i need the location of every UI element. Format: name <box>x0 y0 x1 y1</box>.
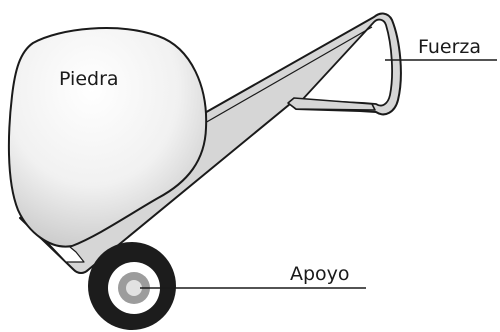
force-label: Fuerza <box>418 36 481 58</box>
handle-loop-inner <box>301 18 393 107</box>
stone-label: Piedra <box>59 68 119 90</box>
support-label: Apoyo <box>290 263 350 285</box>
handle-crossbar <box>287 97 376 111</box>
wheel-hub-center <box>126 280 142 296</box>
stone-boulder-icon <box>7 27 208 248</box>
wheel-icon <box>88 242 176 330</box>
